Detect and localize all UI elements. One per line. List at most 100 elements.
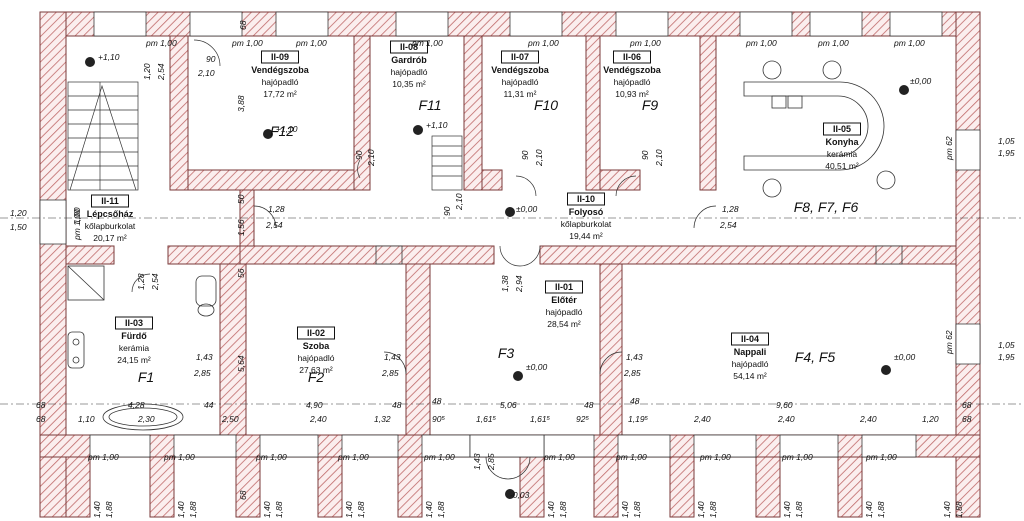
wall-low-1 (219, 263, 247, 436)
dim-text: 1,20 (922, 414, 939, 424)
dim-text: 1,56 (236, 219, 246, 236)
dim-text: 1,38 (500, 275, 510, 292)
pm-label: pm 62 (944, 136, 954, 161)
dim-text: 1,50 (10, 222, 27, 232)
dim-text: 90⁵ (432, 414, 445, 424)
pier-8 (669, 456, 695, 518)
room-code: II-03 (125, 318, 143, 328)
pier-9 (755, 456, 781, 518)
dim-text: 44 (204, 400, 214, 410)
room-name: Vendégszoba (251, 65, 310, 75)
wall-right (955, 11, 981, 518)
dim-text: 2,10 (654, 149, 664, 167)
wall-mid-1 (65, 245, 115, 265)
room-name: Fürdő (121, 331, 147, 341)
wall-low-2 (405, 263, 431, 436)
room-code-box (91, 194, 129, 208)
room-floor: hajópadló (391, 67, 428, 77)
dim-text: 1,40 (942, 501, 952, 518)
room-fixture-label: F10 (534, 97, 558, 113)
dim-text: 90 (442, 206, 452, 216)
pm-label: pm 1,00 (72, 209, 82, 241)
room-code-box (731, 332, 769, 346)
dim-text: 1,40 (782, 501, 792, 518)
room-fixture-label: F4, F5 (795, 349, 836, 365)
dim-text: 1,05 (998, 136, 1015, 146)
wall-int-5 (481, 169, 503, 191)
level-text: ±0,00 (910, 76, 931, 86)
dim-text: 1,40 (262, 501, 272, 518)
dim-text: 1,40 (92, 501, 102, 518)
level-text: +1,10 (98, 52, 120, 62)
dim-text: 2,40 (777, 414, 795, 424)
room-floor: hajópadló (732, 359, 769, 369)
wall-int-1 (169, 35, 189, 191)
room-area: 28,54 m² (547, 319, 581, 329)
dim-text: 68 (238, 20, 248, 30)
dim-text: 2,54 (150, 273, 160, 291)
dim-text: 48 (432, 396, 442, 406)
wall-left-low (39, 456, 67, 518)
room-area: 10,35 m² (392, 79, 426, 89)
dim-text: 68 (36, 400, 46, 410)
dim-text: 1,88 (954, 501, 964, 518)
dim-text: 1,40 (620, 501, 630, 518)
dim-text: 1,28 (268, 204, 285, 214)
dim-text: 48 (392, 400, 402, 410)
dim-text: 3,88 (236, 95, 246, 112)
dim-text: 2,40 (693, 414, 711, 424)
pm-label: pm 1,00 (423, 452, 455, 462)
pm-label: pm 1,00 (745, 38, 777, 48)
dim-text: 1,88 (708, 501, 718, 518)
wall-mid-3 (239, 245, 495, 265)
dim-text: 56 (236, 268, 246, 278)
room-floor: hajópadló (502, 77, 539, 87)
room-floor: hajópadló (262, 77, 299, 87)
room-floor: kőlapburkolat (561, 219, 612, 229)
dim-text: 2,10 (534, 149, 544, 167)
room-floor: kerámia (827, 149, 858, 159)
dim-text: 2,40 (309, 414, 327, 424)
room-code: II-07 (511, 52, 529, 62)
pier-4 (317, 456, 343, 518)
pm-label: pm 1,00 (781, 452, 813, 462)
pier-2 (149, 456, 175, 518)
pm-label: pm 1,00 (865, 452, 897, 462)
dim-text: 68 (962, 414, 972, 424)
dim-text: 1,88 (632, 501, 642, 518)
room-code-box (115, 316, 153, 330)
pm-label: pm 1,00 (295, 38, 327, 48)
dim-text: 5,64 (236, 355, 246, 372)
room-floor: hajópadló (614, 77, 651, 87)
room-floor: kőlapburkolat (85, 221, 136, 231)
room-area: 19,44 m² (569, 231, 603, 241)
dim-text: 1,88 (104, 501, 114, 518)
level-text: +1,10 (426, 120, 448, 130)
room-code: II-10 (577, 194, 595, 204)
room-name: Vendégszoba (603, 65, 662, 75)
level-texts: +1,10 +1,10 +1,10 ±0,00 ±0,00 ±0,00 ±0,0… (98, 52, 931, 500)
dim-text: 2,54 (719, 220, 737, 230)
dim-text: 1,28 (136, 273, 146, 290)
dim-text: 2,54 (156, 63, 166, 81)
level-text: ±0,00 (894, 352, 915, 362)
dim-text: 1,40 (546, 501, 556, 518)
dim-text: 2,10 (454, 193, 464, 211)
dim-text: 1,40 (696, 501, 706, 518)
wall-int-8 (699, 35, 717, 191)
pm-label: pm 1,00 (629, 38, 661, 48)
room-fixture-label: F2 (308, 369, 325, 385)
wall-int-3 (353, 35, 371, 191)
dim-text: 1,28 (722, 204, 739, 214)
wall-mid-4 (539, 245, 957, 265)
wall-low-3 (599, 263, 623, 436)
dim-text: 1,20 (142, 63, 152, 80)
dim-text: 90 (354, 150, 364, 160)
room-fixture-label: F12 (270, 123, 294, 139)
window-labels: pm 1,00 pm 1,00 pm 1,00 pm 1,00 pm 1,00 … (72, 38, 954, 462)
dim-text: 48 (584, 400, 594, 410)
wall-mid-2 (167, 245, 241, 265)
room-floor: kerámia (119, 343, 150, 353)
